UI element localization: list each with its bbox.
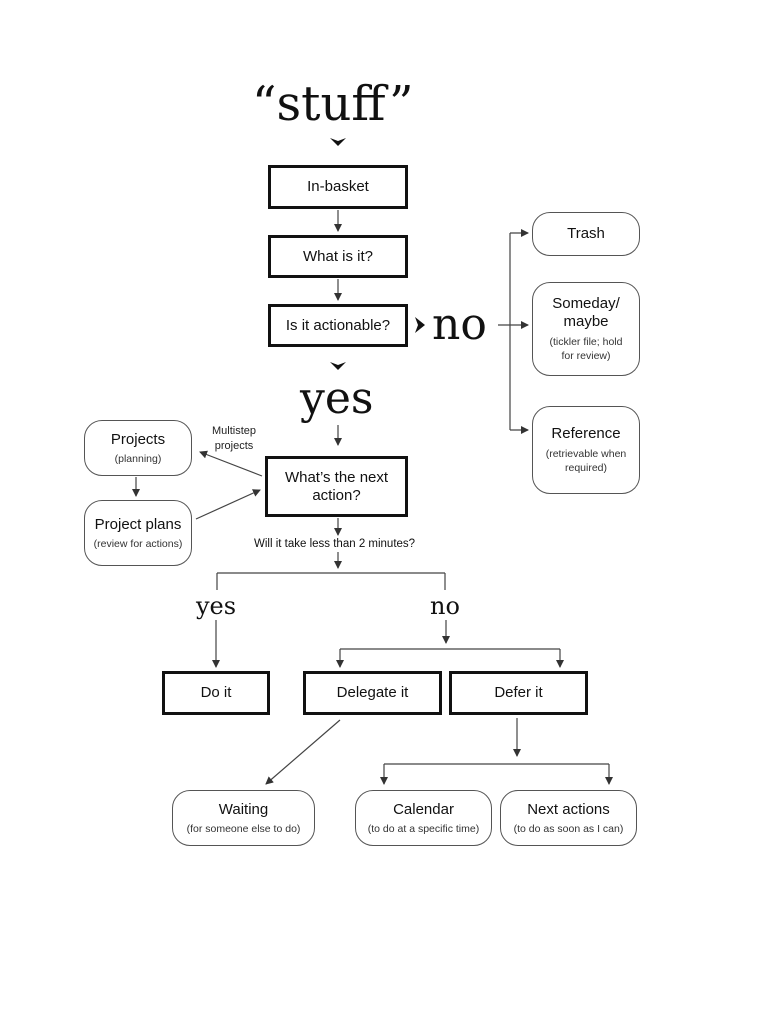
arrow-plans-to-nextaction bbox=[195, 489, 261, 520]
delegate-it-box: Delegate it bbox=[303, 671, 442, 715]
project-plans-sub: (review for actions) bbox=[93, 537, 183, 550]
chevron-right-icon bbox=[415, 317, 425, 333]
do-it-box: Do it bbox=[162, 671, 270, 715]
project-plans-label: Project plans bbox=[94, 515, 182, 533]
is-actionable-box: Is it actionable? bbox=[268, 304, 408, 347]
what-is-it-label: What is it? bbox=[302, 247, 374, 265]
what-is-it-box: What is it? bbox=[268, 235, 408, 278]
next-actions-sub: (to do as soon as I can) bbox=[513, 822, 624, 835]
next-action-box: What’s the next action? bbox=[265, 456, 408, 517]
projects-box: Projects (planning) bbox=[84, 420, 192, 476]
calendar-label: Calendar bbox=[393, 800, 454, 818]
arrow-nextaction-to-projects bbox=[199, 450, 263, 477]
defer-it-label: Defer it bbox=[494, 684, 543, 701]
yes-label: yes bbox=[300, 373, 374, 424]
do-it-label: Do it bbox=[200, 684, 232, 701]
next-actions-label: Next actions bbox=[527, 800, 610, 818]
no-label: no bbox=[432, 299, 487, 350]
calendar-sub: (to do at a specific time) bbox=[367, 822, 480, 835]
next-actions-box: Next actions (to do as soon as I can) bbox=[500, 790, 637, 846]
arrow-delegate-to-waiting bbox=[265, 719, 341, 785]
waiting-sub: (for someone else to do) bbox=[186, 822, 301, 835]
next-action-label: What’s the next action? bbox=[284, 468, 389, 504]
waiting-label: Waiting bbox=[218, 800, 269, 818]
multistep-projects-label: Multistep projects bbox=[211, 425, 257, 452]
defer-it-box: Defer it bbox=[449, 671, 588, 715]
two-minute-yes-label: yes bbox=[196, 592, 237, 620]
someday-maybe-box: Someday/ maybe (tickler file; hold for r… bbox=[532, 282, 640, 376]
trash-label: Trash bbox=[567, 225, 605, 242]
project-plans-box: Project plans (review for actions) bbox=[84, 500, 192, 566]
stuff-title: “stuff” bbox=[252, 76, 414, 132]
projects-label: Projects bbox=[110, 430, 166, 448]
in-basket-box: In-basket bbox=[268, 165, 408, 209]
reference-sub: (retrievable when required) bbox=[545, 448, 627, 474]
chevron-down-icon bbox=[330, 138, 346, 146]
in-basket-label: In-basket bbox=[307, 178, 369, 195]
trash-box: Trash bbox=[532, 212, 640, 256]
someday-maybe-label: Someday/ maybe bbox=[552, 295, 620, 330]
delegate-it-label: Delegate it bbox=[336, 684, 409, 701]
two-minute-question: Will it take less than 2 minutes? bbox=[254, 538, 416, 550]
chevron-down-icon bbox=[330, 362, 346, 370]
reference-label: Reference bbox=[551, 425, 621, 442]
projects-sub: (planning) bbox=[114, 452, 162, 465]
two-minute-no-label: no bbox=[430, 592, 460, 620]
waiting-box: Waiting (for someone else to do) bbox=[172, 790, 315, 846]
calendar-box: Calendar (to do at a specific time) bbox=[355, 790, 492, 846]
someday-maybe-sub: (tickler file; hold for review) bbox=[549, 336, 623, 362]
is-actionable-label: Is it actionable? bbox=[285, 316, 391, 334]
reference-box: Reference (retrievable when required) bbox=[532, 406, 640, 494]
